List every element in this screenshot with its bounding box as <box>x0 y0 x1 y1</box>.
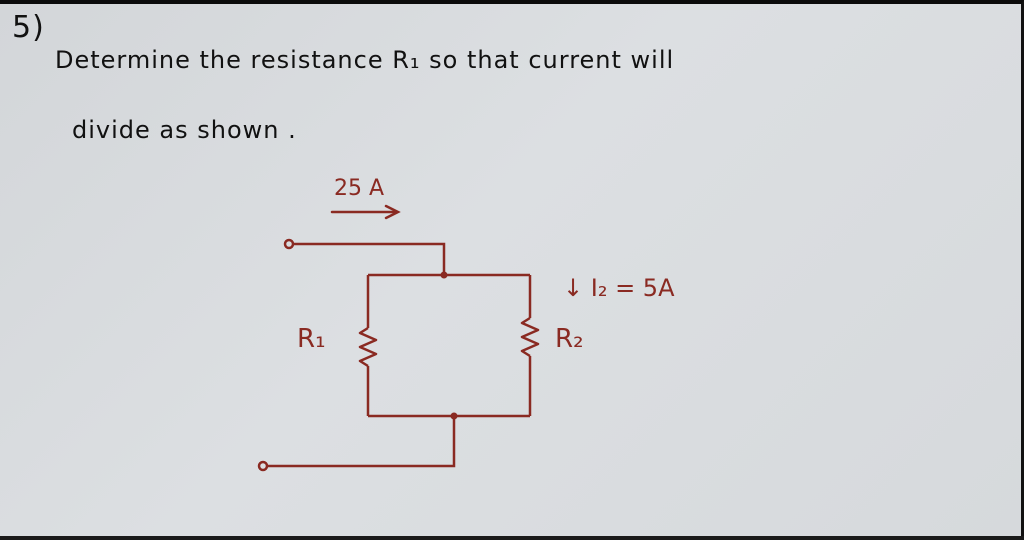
problem-number: 5) <box>12 10 45 45</box>
r2-label: R₂ <box>555 324 584 354</box>
i2-current-label: ↓ I₂ = 5A <box>563 274 675 302</box>
problem-statement-line1: Determine the resistance R₁ so that curr… <box>55 46 675 74</box>
r1-branch <box>358 275 378 416</box>
bottom-output-wire <box>257 416 456 472</box>
circuit-diagram <box>257 204 540 472</box>
r2-branch <box>520 275 540 416</box>
total-current-arrow <box>330 204 401 220</box>
problem-statement-line2: divide as shown . <box>72 116 297 144</box>
top-input-wire <box>283 238 446 275</box>
r1-label: R₁ <box>297 324 326 354</box>
r1-resistor <box>358 326 378 368</box>
r2-resistor <box>520 316 540 358</box>
total-current-label: 25 A <box>334 176 385 201</box>
